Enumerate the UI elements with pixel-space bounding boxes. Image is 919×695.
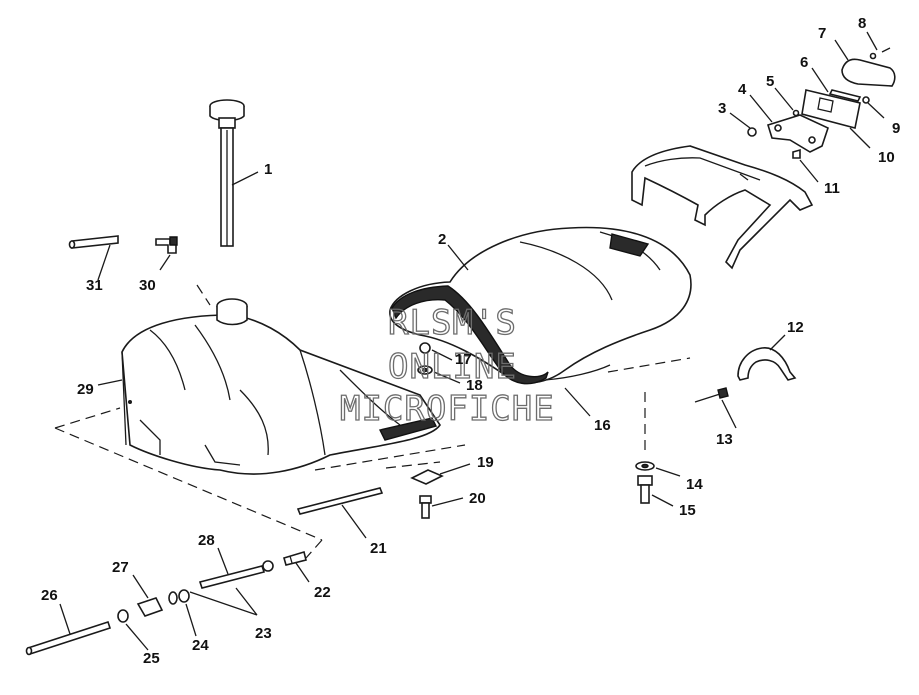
rear-mount-assembly xyxy=(747,47,896,159)
clamp-24 xyxy=(178,589,190,603)
callout-23: 23 xyxy=(255,625,272,642)
callout-5: 5 xyxy=(766,73,774,90)
callout-8: 8 xyxy=(858,15,866,32)
callout-14: 14 xyxy=(686,476,703,493)
watermark-line3: MICROFICHE xyxy=(340,389,555,429)
callout-30: 30 xyxy=(139,277,156,294)
callout-17: 17 xyxy=(455,351,472,368)
bolt-15 xyxy=(637,475,653,504)
callout-19: 19 xyxy=(477,454,494,471)
hose-26 xyxy=(25,620,112,656)
callout-24: 24 xyxy=(192,637,209,654)
grab-bar-frame xyxy=(631,145,814,270)
callout-18: 18 xyxy=(466,377,483,394)
callout-11: 11 xyxy=(824,180,840,197)
callout-9: 9 xyxy=(892,120,900,137)
watermark-line2: ONLINE xyxy=(388,347,517,387)
leader-lines xyxy=(59,31,885,651)
callout-28: 28 xyxy=(198,532,215,549)
callout-6: 6 xyxy=(800,54,808,71)
callout-20: 20 xyxy=(469,490,486,507)
callout-25: 25 xyxy=(143,650,160,667)
clamp-23a xyxy=(262,560,274,572)
callout-13: 13 xyxy=(716,431,733,448)
callout-15: 15 xyxy=(679,502,696,519)
callout-27: 27 xyxy=(112,559,129,576)
callout-3: 3 xyxy=(718,100,726,117)
callout-12: 12 xyxy=(787,319,804,336)
washer xyxy=(635,461,655,471)
hose-28 xyxy=(198,565,266,589)
watermark: RLSM'S ONLINE MICROFICHE xyxy=(339,302,555,429)
grommet-18 xyxy=(417,365,433,375)
clamp-23b xyxy=(168,591,178,605)
watermark-line1: RLSM'S xyxy=(388,303,517,343)
rivet xyxy=(694,387,729,403)
bolt-20 xyxy=(419,495,432,519)
alignment-lines xyxy=(54,284,691,559)
support-bracket xyxy=(737,347,797,381)
callout-29: 29 xyxy=(77,381,94,398)
callout-1: 1 xyxy=(264,161,272,178)
vent-hose xyxy=(68,235,119,249)
filter-27 xyxy=(136,597,164,617)
callout-2: 2 xyxy=(438,231,446,248)
fitting-22 xyxy=(283,550,307,566)
elbow-fitting xyxy=(155,236,178,254)
callout-21: 21 xyxy=(370,540,387,557)
pad-19 xyxy=(410,469,444,485)
strip-21 xyxy=(296,487,384,515)
callout-26: 26 xyxy=(41,587,58,604)
fuel-tank xyxy=(121,298,441,475)
callout-31: 31 xyxy=(86,277,103,294)
filler-neck xyxy=(209,99,245,247)
callout-4: 4 xyxy=(738,81,747,98)
callout-7: 7 xyxy=(818,25,826,42)
clamp-25 xyxy=(117,609,129,623)
callout-16: 16 xyxy=(594,417,611,434)
callout-labels: 1 2 3 4 5 6 7 8 9 10 11 12 13 14 15 16 1… xyxy=(41,15,900,667)
grommet-17 xyxy=(419,342,431,354)
callout-10: 10 xyxy=(878,149,895,166)
callout-22: 22 xyxy=(314,584,331,601)
